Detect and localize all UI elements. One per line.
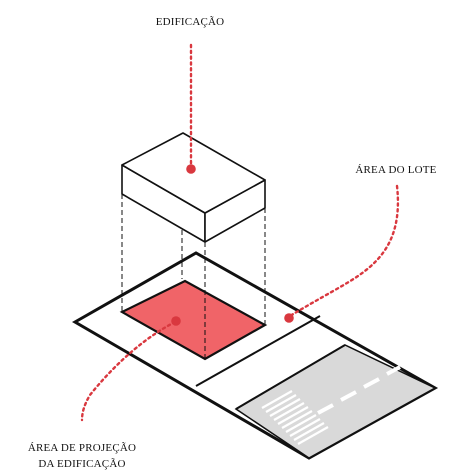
crosswalk-stripes bbox=[261, 390, 329, 445]
red-dot-marker-lot bbox=[284, 313, 294, 323]
road-center-dashes bbox=[317, 365, 401, 415]
label-building: EDIFICAÇÃO bbox=[156, 16, 225, 28]
projection-dashed-lines bbox=[121, 194, 266, 359]
lot-divider-2 bbox=[235, 344, 346, 410]
red-dot-marker-building bbox=[186, 164, 196, 174]
leader-projection-area bbox=[80, 320, 177, 422]
lot-divider-1 bbox=[195, 315, 321, 387]
building-volume bbox=[121, 132, 266, 243]
lot-outline bbox=[71, 251, 439, 460]
red-dot-marker-projection bbox=[171, 316, 181, 326]
label-projection-line2: DA EDIFICAÇÃO bbox=[38, 458, 125, 470]
label-lot-area: ÁREA DO LOTE bbox=[355, 164, 436, 176]
label-projection-line1: ÁREA DE PROJEÇÃO bbox=[28, 442, 136, 454]
leader-lot-area bbox=[288, 184, 400, 318]
